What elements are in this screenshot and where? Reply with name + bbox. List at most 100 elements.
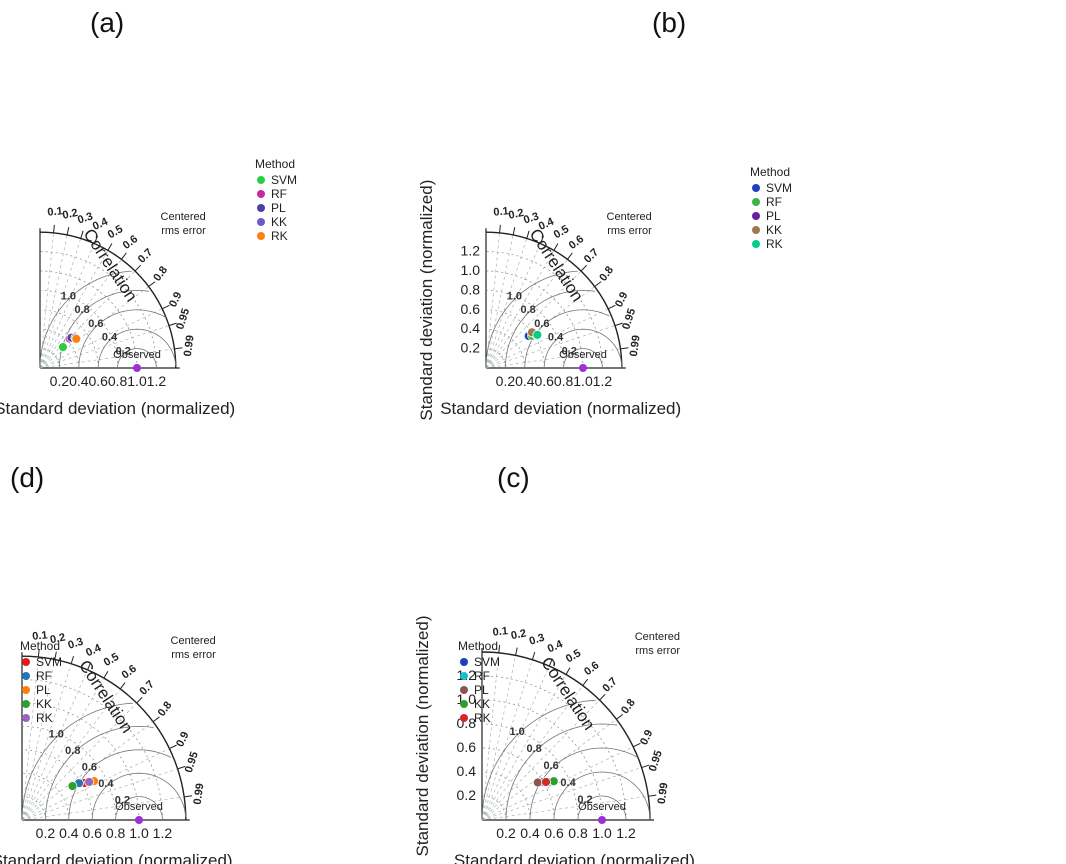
x-tick-label: 1.2 [147,373,167,389]
x-tick-label: 0.8 [106,825,126,841]
observed-point [135,816,143,824]
corr-tick-label: 0.8 [156,699,175,718]
corr-tick-label: 0.7 [600,675,619,694]
corr-tick-mark [177,765,186,770]
std-gridline [485,309,545,369]
legend-label-svm: SVM [36,655,62,669]
std-gridline [21,702,140,821]
std-gridline [481,771,531,821]
panel-label: (d) [10,462,44,493]
corr-tick-mark [119,682,126,690]
series-point-rk [532,329,543,340]
corr-tick-mark [70,655,75,664]
legend-label-kk: KK [766,223,782,237]
rms-gridline [553,771,651,821]
corr-tick-label: 0.9 [638,728,655,747]
corr-tick-label: 0.5 [102,651,121,669]
panel-label: (b) [652,7,686,38]
x-tick-label: 0.6 [544,825,564,841]
corr-gridline [481,655,516,821]
legend-marker-svm [22,658,30,666]
legend-marker-rk [752,240,760,248]
corr-tick-mark [184,795,193,798]
corr-tick-mark [37,649,40,658]
rms-gridline [39,270,132,369]
corr-gridline [39,243,95,369]
corr-gridline [39,286,149,369]
corr-tick-label: 0.2 [510,627,527,642]
rms-gridline [481,699,596,821]
x-tick-label: 0.6 [534,373,554,389]
corr-gridline [481,718,617,821]
corr-tick-mark [616,714,624,720]
rms-tick-label: 0.4 [102,332,118,344]
x-tick-label: 0.8 [568,825,588,841]
std-gridline [39,309,99,369]
rms-tick-label: 1.0 [507,290,522,302]
x-tick-label: 1.2 [153,825,173,841]
corr-tick-mark [632,742,641,748]
std-gridline [39,251,157,369]
corr-tick-label: 0.99 [656,782,671,805]
legend-label-rf: RF [271,187,287,201]
rms-gridline [117,348,157,368]
panel-label: (a) [90,7,124,38]
y-tick-label: 0.2 [457,787,477,803]
y-axis-title: Standard deviation (normalized) [417,180,436,421]
legend-label-pl: PL [766,209,781,223]
legend-marker-pl [22,686,30,694]
rms-tick-label: 0.4 [98,778,114,790]
legend-label-svm: SVM [474,655,500,669]
corr-tick-label: 0.95 [647,749,665,773]
rms-gridline [78,309,167,369]
corr-tick-mark [567,252,573,260]
legend-label-kk: KK [36,697,52,711]
corr-gridline [481,665,550,821]
corr-tick-label: 0.99 [628,334,643,357]
corr-tick-mark [515,647,518,656]
corr-tick-mark [531,651,536,660]
corr-tick-mark [539,236,544,244]
corr-tick-label: 0.4 [91,215,111,232]
x-tick-label: 1.0 [573,373,593,389]
corr-gridline [39,234,68,369]
corr-tick-label: 0.4 [84,642,104,659]
legend-label-rk: RK [766,237,783,251]
legend-marker-pl [460,686,468,694]
rms-title: rms error [635,645,680,657]
y-tick-label: 0.8 [461,281,481,297]
corr-tick-label: 0.1 [492,625,508,638]
corr-tick-mark [136,696,143,704]
legend-label-rf: RF [36,669,52,683]
corr-tick-label: 0.3 [522,210,540,226]
legend-label-pl: PL [36,683,51,697]
x-tick-label: 0.8 [554,373,574,389]
x-axis-title: Standard deviation (normalized) [0,851,233,864]
corr-tick-label: 0.6 [582,659,601,678]
corr-tick-mark [53,224,55,233]
corr-tick-label: 0.8 [597,264,616,283]
corr-gridline [481,796,649,821]
std-gridline [21,772,70,821]
rms-title: Centered [607,211,652,223]
corr-gridline [485,243,541,369]
corr-gridline [39,270,136,369]
rms-tick-label: 0.2 [116,345,131,357]
corr-tick-label: 0.8 [619,697,638,716]
corr-tick-mark [162,304,170,310]
corr-tick-mark [66,227,70,236]
legend-marker-rk [460,714,468,722]
std-gridline [21,749,93,821]
x-tick-label: 0.2 [36,825,56,841]
corr-tick-mark [614,322,623,327]
series-point-rk [541,777,551,787]
legend-marker-rk [257,232,265,240]
corr-tick-mark [512,227,516,236]
legend-marker-rf [257,190,265,198]
std-gridline [39,290,118,369]
rms-gridline [529,747,639,821]
rms-tick-label: 0.8 [520,304,535,316]
observed-label: Observed [578,801,626,813]
